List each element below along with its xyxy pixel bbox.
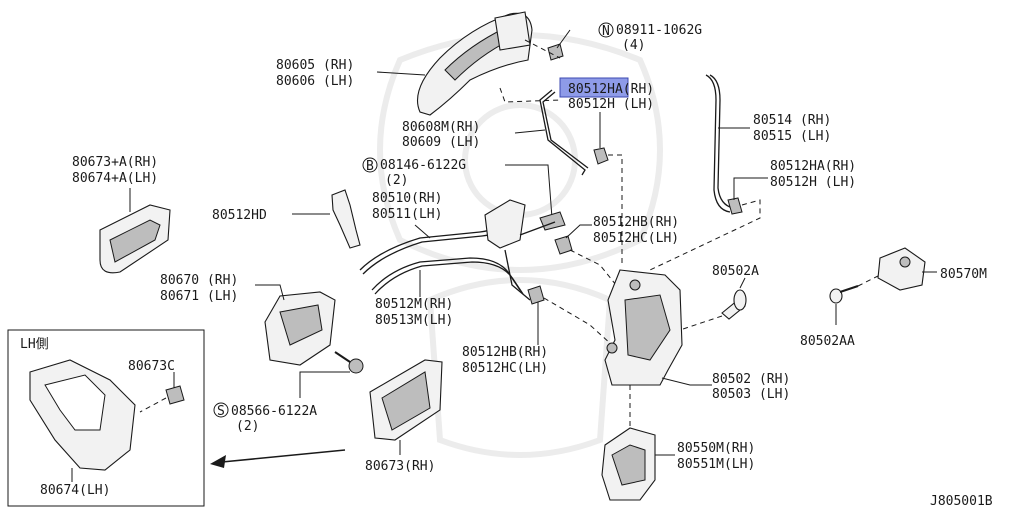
screw-08566[interactable] [334,351,364,374]
label-screw-bottom-qty: (2) [236,419,259,434]
diagram-id: J805001B [930,494,993,509]
clip-80512hb-lower[interactable] [527,285,545,305]
label-screw-bottom: 08566-6122A [231,404,317,419]
clip-80512ha-right[interactable] [727,197,743,215]
label-rod-long-lh: 80515 (LH) [753,129,831,144]
door-lock-actuator[interactable] [601,427,656,501]
symbol-b: B [366,159,374,174]
label-lock-lh: 80503 (LH) [712,387,790,402]
screw-80502aa[interactable] [829,285,859,304]
label-bezel-rh: 80673(RH) [365,459,435,474]
label-bolt-mid: 08146-6122G [380,158,466,173]
outer-door-handle[interactable] [416,11,533,116]
label-actuator-lh: 80551M(LH) [677,457,755,472]
label-clip-b-rh: 80512HA(RH) [770,159,856,174]
lever-linkage[interactable] [484,199,556,301]
label-screw-80502aa: 80502AA [800,334,855,349]
screw-80502a[interactable] [721,289,747,320]
inner-door-handle[interactable] [264,291,336,366]
label-screw-top-qty: (4) [622,38,645,53]
clip-80512hb[interactable] [554,235,573,255]
symbol-n: N [602,24,610,39]
label-escutcheon-rh: 80673+A(RH) [72,155,158,170]
clip-80512hd[interactable] [331,189,361,249]
inset-clip-80673c[interactable] [165,385,185,405]
label-lock-rh: 80502 (RH) [712,372,790,387]
label-clip-hc2-lh: 80512HC(LH) [462,361,548,376]
inset-bezel-80674[interactable] [29,359,136,471]
label-clip-hb2-rh: 80512HB(RH) [462,345,548,360]
screw-nut-top[interactable] [547,43,564,61]
label-clip-hd: 80512HD [212,208,267,223]
rod-80608m[interactable] [539,89,586,176]
label-bolt-mid-qty: (2) [385,173,408,188]
label-clip-hc-lh: 80512HC(LH) [593,231,679,246]
label-actuator-rh: 80550M(RH) [677,441,755,456]
inset-label-clip: 80673C [128,359,175,374]
inset-title: LH側 [20,337,49,352]
lh-inset-box [7,329,205,507]
highlight-box [559,77,629,98]
label-screw-top: 08911-1062G [616,23,702,38]
door-lock-assembly[interactable] [604,269,683,386]
label-cable2-rh: 80512M(RH) [375,297,453,312]
rod-80514[interactable] [705,74,731,213]
label-outer-handle-lh: 80606 (LH) [276,74,354,89]
label-rod-lh: 80609 (LH) [402,135,480,150]
escutcheon-80673a[interactable] [99,204,171,274]
label-inner-handle-rh: 80670 (RH) [160,273,238,288]
label-outer-handle-rh: 80605 (RH) [276,58,354,73]
label-cable2-lh: 80513M(LH) [375,313,453,328]
symbol-s: S [217,404,225,419]
label-screw-80502a: 80502A [712,264,759,279]
label-cable-rh: 80510(RH) [372,191,442,206]
striker-80570m[interactable] [877,247,926,291]
inset-label-bezel: 80674(LH) [40,483,110,498]
label-clip-b-lh: 80512H (LH) [770,175,856,190]
label-clip-hb-rh: 80512HB(RH) [593,215,679,230]
label-escutcheon-lh: 80674+A(LH) [72,171,158,186]
bolt-08146[interactable] [539,211,566,231]
clip-80512h[interactable] [593,147,609,165]
arrow-to-inset [221,449,346,463]
label-striker: 80570M [940,267,987,282]
label-cable-lh: 80511(LH) [372,207,442,222]
cable-80512m[interactable] [371,257,521,291]
label-clip-a-rh[interactable]: 80512HA(RH) [568,82,654,97]
label-rod-rh: 80608M(RH) [402,120,480,135]
label-clip-a-lh: 80512H (LH) [568,97,654,112]
inner-handle-bezel[interactable] [369,359,443,441]
label-inner-handle-lh: 80671 (LH) [160,289,238,304]
label-rod-long-rh: 80514 (RH) [753,113,831,128]
